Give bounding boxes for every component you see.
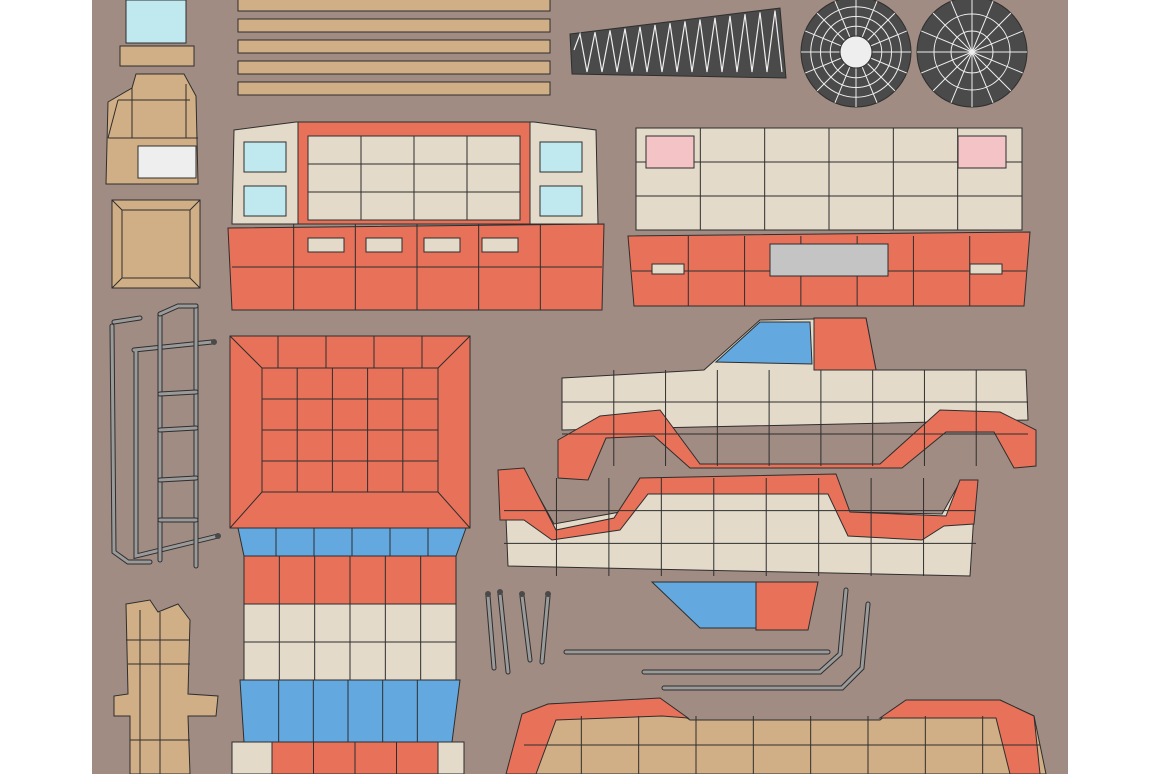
wood-plank [237, 60, 551, 75]
wheel-spoke [971, 30, 1024, 53]
rear-fascia [627, 127, 1031, 307]
truck-bed [505, 697, 1047, 774]
wheel-rim [800, 0, 912, 108]
wheel-hub [839, 35, 873, 69]
antenna-rods-highlight [486, 594, 496, 670]
wheel-spoke [932, 51, 973, 92]
wheel-spoke [971, 51, 1012, 92]
front-vents [307, 237, 519, 253]
roll-cage-bars-highlight [110, 316, 152, 564]
antenna-rods-highlight [498, 592, 510, 674]
wheel-spoke [971, 12, 1012, 53]
wood-plank [237, 18, 551, 33]
wheel-tire [916, 0, 1028, 108]
antenna-rods [485, 589, 551, 675]
wood-plank [237, 39, 551, 54]
roll-cage-bars [109, 303, 221, 569]
seat-block [105, 73, 199, 185]
pillar-block [113, 599, 219, 774]
crate-block [111, 199, 201, 289]
wheel-spoke [920, 30, 973, 53]
side-body-left [557, 317, 1037, 481]
wheel-spoke [971, 0, 994, 53]
roll-cage-bars-highlight [158, 390, 198, 522]
wheel-spoke [971, 51, 994, 104]
wood-plank [237, 81, 551, 96]
wood-planks [237, 0, 551, 96]
wheel-spoke [950, 51, 973, 104]
exhaust-spring [569, 7, 787, 79]
side-rails-highlight [642, 588, 848, 674]
antenna-rods-highlight [520, 594, 532, 662]
side-rails [563, 587, 871, 691]
side-rails-highlight [662, 602, 870, 690]
wheel-spoke [971, 51, 1024, 74]
glass-strip [119, 0, 195, 67]
front-headlights [243, 141, 583, 217]
front-fascia [227, 121, 605, 311]
antenna-rods-highlight [540, 594, 550, 664]
side-body-right [497, 467, 979, 631]
wheel-spoke [920, 51, 973, 74]
wheel-spoke [950, 0, 973, 53]
roll-cage-bars-highlight [132, 340, 220, 558]
roll-cage-bars-highlight [158, 304, 198, 316]
wood-plank [237, 0, 551, 12]
roof-and-hood-unwrap [229, 335, 471, 774]
wheel-spoke [932, 12, 973, 53]
